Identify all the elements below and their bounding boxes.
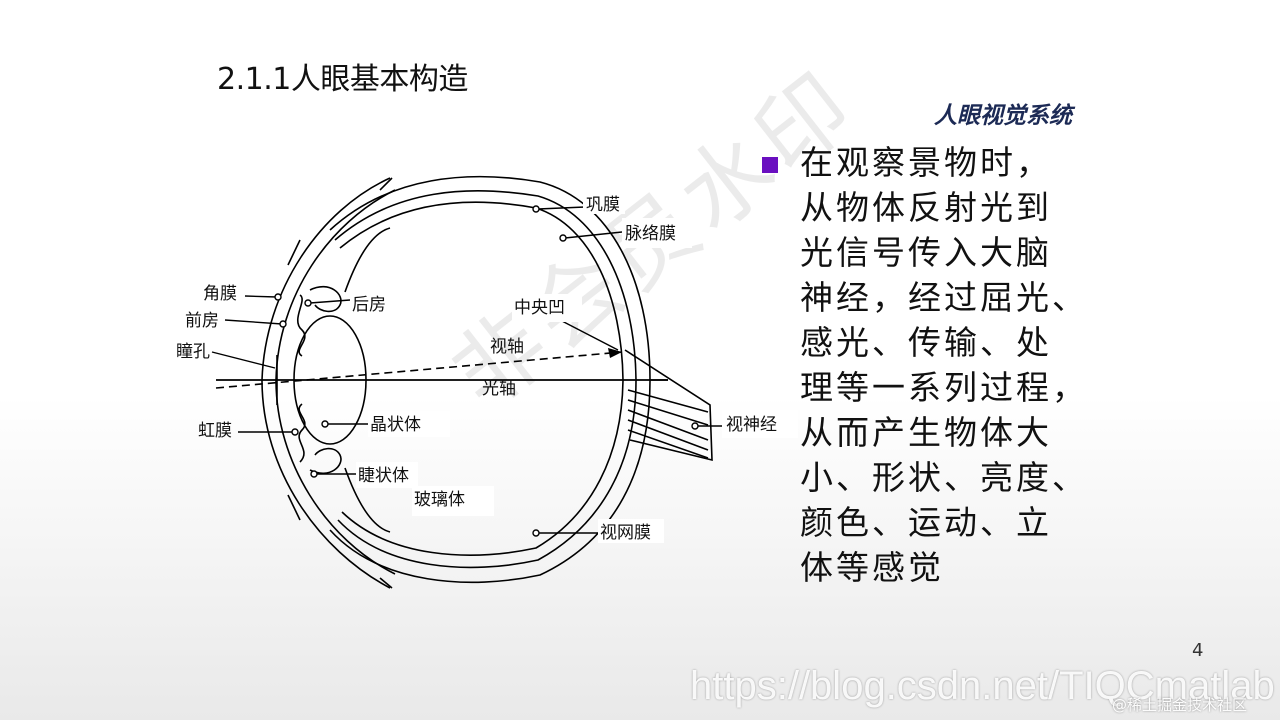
body-line: 从而产生物体大 <box>800 413 1052 452</box>
slide-title: 2.1.1人眼基本构造 <box>217 62 468 97</box>
body-line: 理等一系列过程， <box>800 368 1088 407</box>
label-anterior-chamber: 前房 <box>185 311 219 331</box>
label-lens: 晶状体 <box>370 415 421 435</box>
url-watermark: https://blog.csdn.net/TIQCmatlab <box>690 664 1275 708</box>
label-optic-nerve: 视神经 <box>726 415 777 435</box>
page-number: 4 <box>1192 640 1204 661</box>
body-line: 光信号传入大脑 <box>800 233 1052 272</box>
label-retina: 视网膜 <box>600 523 651 543</box>
section-tag: 人眼视觉系统 <box>818 88 1080 132</box>
label-sclera: 巩膜 <box>586 195 620 215</box>
label-visual-axis: 视轴 <box>490 337 524 357</box>
body-line: 在观察景物时， <box>800 143 1052 182</box>
label-choroid: 脉络膜 <box>625 224 676 244</box>
label-vitreous: 玻璃体 <box>414 490 465 510</box>
body-line: 体等感觉 <box>800 548 944 587</box>
body-line: 神经，经过屈光、 <box>800 278 1088 317</box>
visual-axis-line <box>215 351 623 389</box>
label-ciliary-body: 睫状体 <box>358 466 409 486</box>
label-posterior-chamber: 后房 <box>352 295 386 315</box>
body-text: 在观察景物时， 从物体反射光到 光信号传入大脑 神经，经过屈光、 感光、传输、处… <box>800 140 1100 590</box>
body-line: 从物体反射光到 <box>800 188 1052 227</box>
label-iris: 虹膜 <box>198 421 232 441</box>
label-fovea: 中央凹 <box>514 298 565 318</box>
body-line: 小、形状、亮度、 <box>800 458 1088 497</box>
juejin-watermark: @稀土掘金技术社区 <box>1112 696 1248 714</box>
label-pupil: 瞳孔 <box>176 342 210 362</box>
section-tag-label: 人眼视觉系统 <box>934 102 1072 129</box>
body-line: 颜色、运动、立 <box>800 503 1052 542</box>
label-cornea: 角膜 <box>203 284 237 304</box>
bullet-square <box>762 157 778 173</box>
label-optical-axis: 光轴 <box>482 379 516 399</box>
body-line: 感光、传输、处 <box>800 323 1052 362</box>
